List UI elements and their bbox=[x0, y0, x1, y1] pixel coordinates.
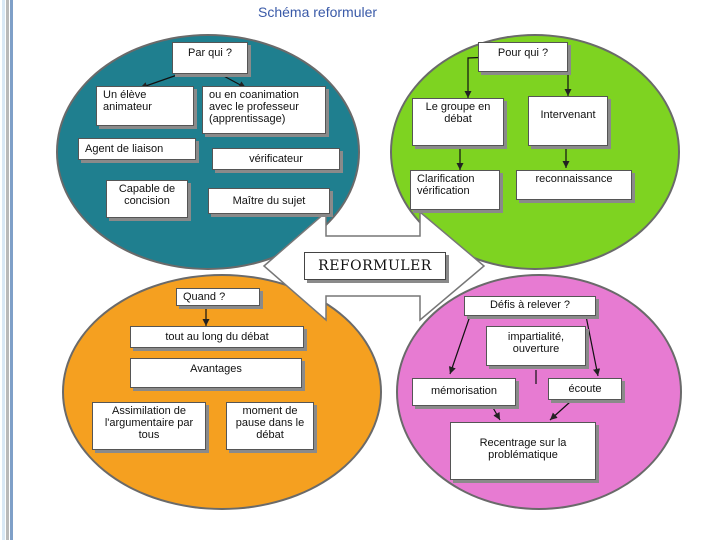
box-pour-qui: Pour qui ? bbox=[478, 42, 568, 72]
box-eleve-animateur: Un élève animateur bbox=[96, 86, 194, 126]
box-intervenant: Intervenant bbox=[528, 96, 608, 146]
orange-ellipse bbox=[62, 274, 382, 510]
box-avantages: Avantages bbox=[130, 358, 302, 388]
box-defis: Défis à relever ? bbox=[464, 296, 596, 316]
center-reformuler-box: REFORMULER bbox=[304, 252, 446, 280]
box-concision: Capable de concision bbox=[106, 180, 188, 218]
box-groupe-debat: Le groupe en débat bbox=[412, 98, 504, 146]
box-clarification: Clarification vérification bbox=[410, 170, 500, 210]
box-impartialite: impartialité, ouverture bbox=[486, 326, 586, 366]
box-coanimation: ou en coanimation avec le professeur (ap… bbox=[202, 86, 326, 134]
box-tout-au-long: tout au long du débat bbox=[130, 326, 304, 348]
box-agent-liaison: Agent de liaison bbox=[78, 138, 196, 160]
left-stripe-2 bbox=[6, 0, 9, 540]
box-verificateur: vérificateur bbox=[212, 148, 340, 170]
left-stripe-3 bbox=[10, 0, 13, 540]
left-stripe-1 bbox=[2, 0, 5, 540]
box-assimilation: Assimilation de l'argumentaire par tous bbox=[92, 402, 206, 450]
box-par-qui: Par qui ? bbox=[172, 42, 248, 74]
box-recentrage: Recentrage sur la problématique bbox=[450, 422, 596, 480]
box-quand: Quand ? bbox=[176, 288, 260, 306]
box-moment-pause: moment de pause dans le débat bbox=[226, 402, 314, 450]
slide-title: Schéma reformuler bbox=[258, 4, 378, 20]
box-ecoute: écoute bbox=[548, 378, 622, 400]
left-decorative-bar bbox=[0, 0, 14, 540]
box-reconnaissance: reconnaissance bbox=[516, 170, 632, 200]
box-maitre-sujet: Maître du sujet bbox=[208, 188, 330, 214]
box-memorisation: mémorisation bbox=[412, 378, 516, 406]
